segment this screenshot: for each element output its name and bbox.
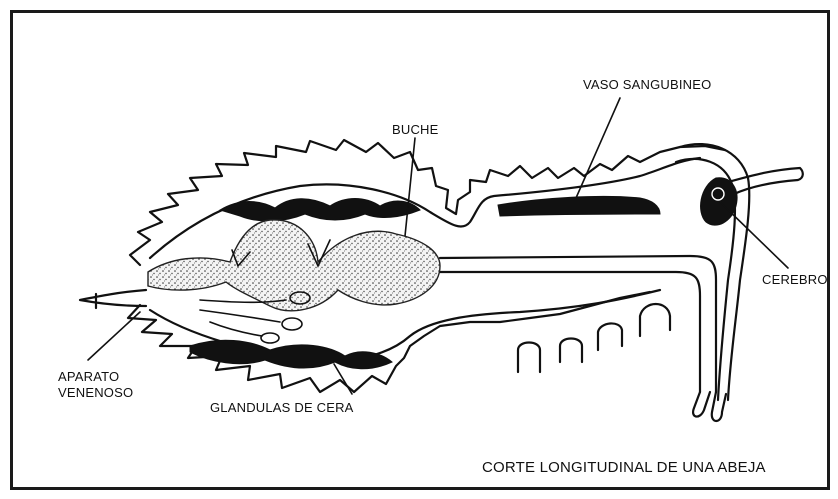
sting [80, 290, 146, 308]
dorsal-vessel [220, 199, 420, 222]
label-glandulas-de-cera: GLANDULAS DE CERA [210, 400, 354, 415]
label-buche: BUCHE [392, 122, 439, 137]
caption: CORTE LONGITUDINAL DE UNA ABEJA [482, 459, 766, 476]
legs [693, 392, 726, 421]
leader-vaso [576, 98, 620, 198]
vaso-sanguineo [498, 196, 660, 216]
wax-glands [190, 340, 392, 369]
gut-tube [440, 256, 716, 392]
label-venenoso: VENENOSO [58, 385, 133, 400]
label-vaso-sanguineo: VASO SANGUBINEO [583, 77, 711, 92]
label-aparato: APARATO [58, 369, 119, 384]
leader-glandulas [334, 364, 352, 394]
gland-bulb-2 [282, 318, 302, 330]
brain [701, 178, 737, 225]
gland-bulb-3 [261, 333, 279, 343]
leader-aparato [88, 312, 140, 360]
crop-buche [148, 220, 440, 311]
label-cerebro: CEREBRO [762, 272, 828, 287]
antenna [728, 168, 803, 194]
lower-gut-loops [518, 304, 670, 372]
